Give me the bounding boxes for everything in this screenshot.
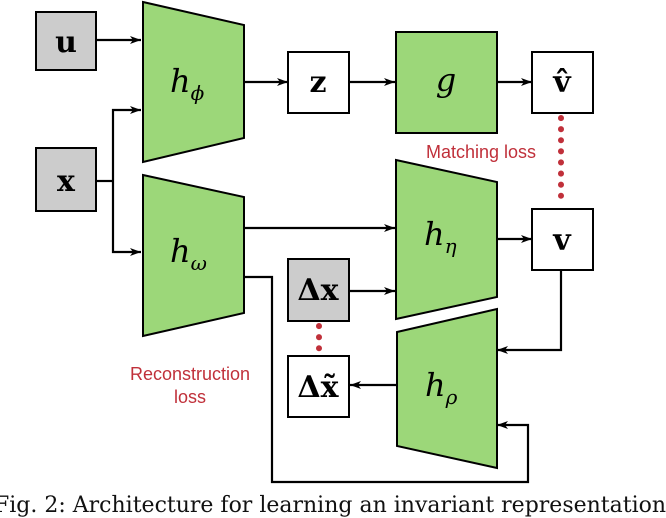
network-h-rho: hρ: [396, 307, 498, 470]
output-v-hat: v̂: [531, 51, 594, 114]
input-u: u: [35, 11, 97, 71]
edge-x-homega: [111, 181, 141, 256]
input-delta-x-label: Δx: [297, 273, 339, 308]
target-v-label: v: [552, 223, 572, 258]
recon-delta-x-tilde: Δx̃: [287, 355, 350, 418]
network-h-omega-label: hω: [170, 232, 207, 275]
input-x-label: x: [57, 164, 76, 199]
network-g: g: [395, 31, 498, 134]
target-v: v: [531, 208, 594, 271]
latent-z: z: [287, 51, 350, 114]
network-h-eta: hη: [395, 158, 498, 321]
network-h-omega: hω: [142, 173, 245, 338]
input-delta-x: Δx: [287, 258, 350, 322]
output-v-hat-label: v̂: [552, 65, 572, 100]
reconstruction-loss-label-line2: loss: [174, 387, 206, 407]
edge-homega-hrho: [243, 275, 530, 484]
edge-x-hphi: [111, 106, 141, 181]
network-h-eta-label: hη: [424, 215, 457, 258]
recon-delta-x-tilde-label: Δx̃: [297, 370, 339, 405]
edges: [97, 36, 563, 484]
network-g-label: g: [436, 61, 456, 99]
latent-z-label: z: [309, 65, 326, 100]
input-x: x: [35, 147, 97, 212]
figure-caption: Fig. 2: Architecture for learning an inv…: [0, 493, 666, 518]
network-h-phi-label: hϕ: [170, 62, 205, 105]
input-u-label: u: [55, 25, 77, 60]
network-h-rho-label: hρ: [425, 366, 458, 409]
architecture-diagram: u x Δx z v̂ v Δx̃ hϕ g hω: [35, 0, 594, 484]
reconstruction-loss-label-line1: Reconstruction: [130, 364, 250, 384]
matching-loss-label: Matching loss: [426, 142, 536, 162]
edge-v-hrho: [497, 270, 563, 354]
network-h-phi: hϕ: [142, 0, 245, 164]
